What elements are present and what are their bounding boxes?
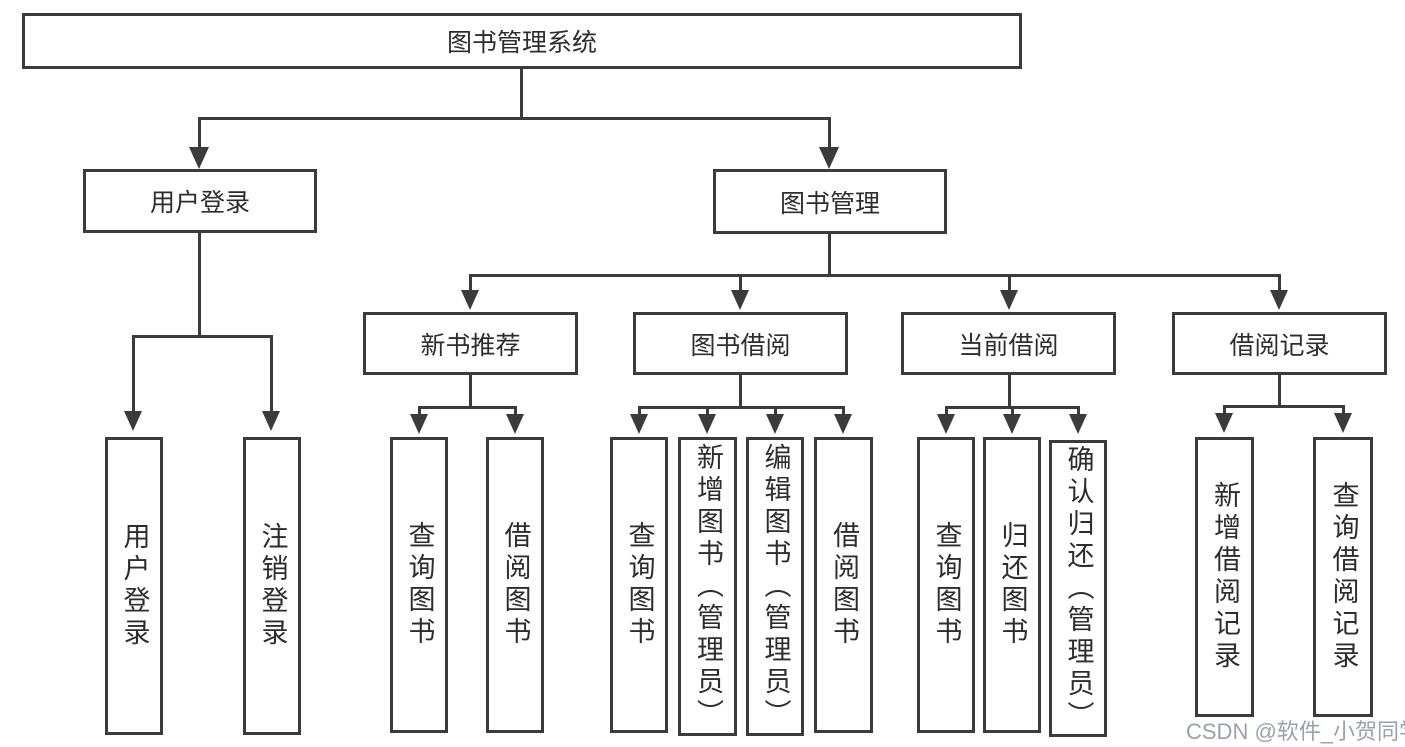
node-borrowing-records: 借阅记录 bbox=[1172, 312, 1387, 375]
node-root: 图书管理系统 bbox=[22, 13, 1022, 69]
node-current-borrowing: 当前借阅 bbox=[901, 312, 1116, 375]
connector-line bbox=[469, 274, 1281, 277]
leaf-user-login: 用户登录 bbox=[105, 437, 163, 735]
node-book-management: 图书管理 bbox=[713, 169, 947, 234]
leaf-records-add-record: 新增借阅记录 bbox=[1195, 437, 1254, 717]
connector-line bbox=[706, 406, 709, 416]
connector-line bbox=[132, 335, 273, 338]
arrow-down-icon bbox=[630, 414, 648, 434]
leaf-borrow-edit-books-admin: 编辑图书（管理员） bbox=[746, 437, 804, 736]
arrow-down-icon bbox=[1215, 413, 1233, 433]
leaf-current-return-books: 归还图书 bbox=[983, 437, 1041, 733]
leaf-logout: 注销登录 bbox=[243, 437, 301, 735]
leaf-borrow-borrow-books: 借阅图书 bbox=[814, 437, 873, 733]
arrow-down-icon bbox=[698, 414, 716, 434]
connector-line bbox=[1278, 274, 1281, 292]
connector-line bbox=[739, 274, 742, 292]
arrow-down-icon bbox=[124, 411, 142, 431]
connector-line bbox=[842, 406, 845, 416]
arrow-down-icon bbox=[461, 290, 479, 310]
connector-line bbox=[739, 375, 742, 408]
connector-line bbox=[198, 117, 201, 150]
connector-line bbox=[418, 406, 517, 409]
arrow-down-icon bbox=[262, 411, 280, 431]
node-user-login: 用户登录 bbox=[83, 169, 317, 233]
leaf-records-query-record: 查询借阅记录 bbox=[1313, 437, 1373, 717]
leaf-current-query-books: 查询图书 bbox=[917, 437, 975, 733]
leaf-borrow-query-books: 查询图书 bbox=[610, 437, 668, 733]
connector-line bbox=[945, 406, 948, 416]
connector-line bbox=[270, 335, 273, 413]
connector-line bbox=[638, 406, 641, 416]
node-book-borrowing: 图书借阅 bbox=[633, 312, 848, 375]
watermark: CSDN @软件_小贺同学 bbox=[1186, 719, 1405, 744]
arrow-down-icon bbox=[189, 147, 209, 169]
connector-line bbox=[520, 69, 523, 117]
arrow-down-icon bbox=[1334, 413, 1352, 433]
connector-line bbox=[469, 375, 472, 408]
arrow-down-icon bbox=[819, 147, 839, 169]
connector-line bbox=[638, 406, 845, 409]
arrow-down-icon bbox=[834, 414, 852, 434]
arrow-down-icon bbox=[1003, 414, 1021, 434]
arrow-down-icon bbox=[937, 414, 955, 434]
arrow-down-icon bbox=[410, 414, 428, 434]
leaf-newbook-query-books: 查询图书 bbox=[390, 437, 448, 733]
connector-line bbox=[828, 234, 831, 276]
connector-line bbox=[1223, 405, 1344, 408]
node-new-book-recommendation: 新书推荐 bbox=[363, 312, 578, 375]
connector-line bbox=[132, 335, 135, 413]
leaf-borrow-add-books-admin: 新增图书（管理员） bbox=[678, 437, 737, 736]
connector-line bbox=[198, 117, 831, 120]
connector-line bbox=[469, 274, 472, 292]
connector-line bbox=[418, 406, 421, 416]
leaf-current-confirm-return-admin: 确认归还（管理员） bbox=[1049, 440, 1107, 737]
arrow-down-icon bbox=[1069, 414, 1087, 434]
connector-line bbox=[774, 406, 777, 416]
arrow-down-icon bbox=[1270, 290, 1288, 310]
connector-line bbox=[1011, 406, 1014, 416]
connector-line bbox=[1342, 405, 1345, 415]
connector-line bbox=[828, 117, 831, 150]
connector-line bbox=[1077, 406, 1080, 416]
connector-line bbox=[1278, 374, 1281, 407]
connector-line bbox=[1223, 405, 1226, 415]
arrow-down-icon bbox=[1000, 290, 1018, 310]
arrow-down-icon bbox=[766, 414, 784, 434]
arrow-down-icon bbox=[731, 290, 749, 310]
arrow-down-icon bbox=[506, 414, 524, 434]
connector-line bbox=[198, 233, 201, 337]
connector-line bbox=[1008, 375, 1011, 408]
connector-line bbox=[1008, 274, 1011, 292]
leaf-newbook-borrow-books: 借阅图书 bbox=[486, 437, 544, 733]
connector-line bbox=[514, 406, 517, 416]
